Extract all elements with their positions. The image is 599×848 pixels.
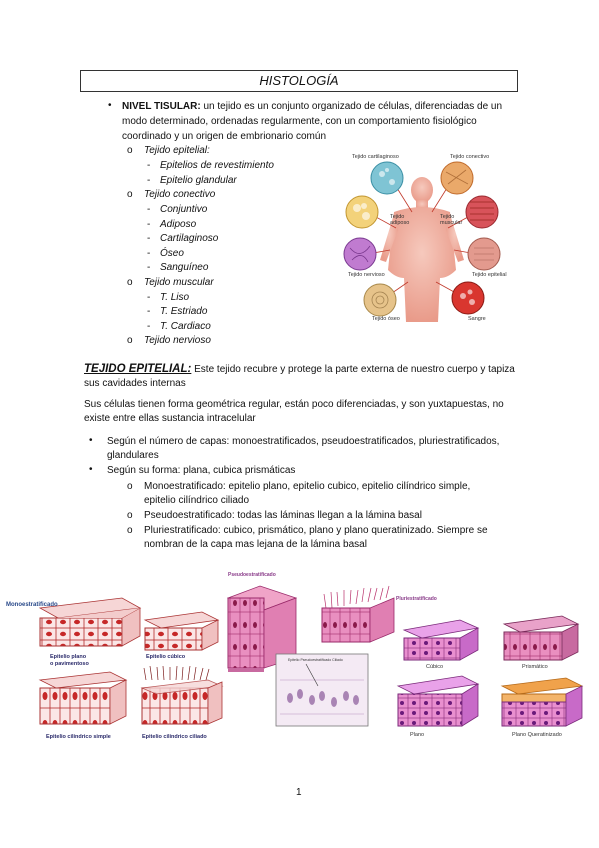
outline-item: Epitelios de revestimiento bbox=[160, 160, 274, 171]
label-pluri-plano: Plano bbox=[410, 732, 425, 738]
dash: - bbox=[147, 321, 151, 332]
circle-bullet: o bbox=[127, 481, 133, 492]
label-muscular: Tejido muscular bbox=[440, 214, 463, 226]
tissues-body-figure: Tejido cartilaginoso Tejido conectivo Te… bbox=[332, 150, 512, 322]
page-title: HISTOLOGÍA bbox=[80, 70, 518, 92]
intro-line-3: coordinado y un origen de embrionario co… bbox=[122, 131, 327, 142]
label-pluri-queratinizado: Plano Queratinizado bbox=[512, 732, 562, 738]
outline-item: Óseo bbox=[160, 248, 184, 259]
page-number: 1 bbox=[296, 787, 302, 798]
label-plano-2: o pavimentoso bbox=[50, 661, 89, 667]
label-ciliado: Epitelio cilíndrico ciliado bbox=[142, 734, 207, 740]
circle-bullet: o bbox=[127, 277, 133, 288]
tissues-body-illustration bbox=[343, 161, 501, 322]
outline-nervioso: Tejido nervioso bbox=[144, 335, 211, 346]
outline-item: T. Estriado bbox=[160, 306, 208, 317]
circle-bullet: o bbox=[127, 335, 133, 346]
label-oseo: Tejido óseo bbox=[372, 316, 400, 322]
dash: - bbox=[147, 262, 151, 273]
label-micrograph: Epitelio Pseudoestratificado Ciliado bbox=[288, 658, 343, 662]
epitelial-heading-line: TEJIDO EPITELIAL: Este tejido recubre y … bbox=[84, 362, 515, 378]
outline-muscular: Tejido muscular bbox=[144, 277, 214, 288]
sub-pseudo: Pseudoestratificado: todas las láminas l… bbox=[144, 510, 422, 521]
outline-conectivo: Tejido conectivo bbox=[144, 189, 216, 200]
label-cilindrico: Epitelio cilíndrico simple bbox=[46, 734, 111, 740]
outline-item: Sanguíneo bbox=[160, 262, 209, 273]
circle-bullet: o bbox=[127, 145, 133, 156]
sub-mono-1: Monoestratificado: epitelio plano, epite… bbox=[144, 481, 471, 492]
bullet-shape: Según su forma: plana, cubica prismática… bbox=[107, 465, 296, 476]
label-pluri-prismatico: Prismático bbox=[522, 664, 548, 670]
label-pluri-cubico: Cúbico bbox=[426, 664, 444, 670]
outline-item: T. Cardiaco bbox=[160, 321, 211, 332]
epitelial-paragraph-2: existe entre ellas sustancia intracelula… bbox=[84, 413, 256, 424]
sub-pluri-1: Pluriestratificado: cubico, prismático, … bbox=[144, 525, 488, 536]
label-cubico: Epitelio cúbico bbox=[146, 654, 186, 660]
circle-bullet: o bbox=[127, 510, 133, 521]
outline-item: Adiposo bbox=[160, 219, 197, 230]
label-epitelial: Tejido epitelial bbox=[472, 272, 507, 278]
label-adiposo: Tejido adiposo bbox=[390, 214, 410, 226]
label-conectivo: Tejido conectivo bbox=[450, 154, 490, 160]
sub-mono-2: epitelio cilíndrico ciliado bbox=[144, 495, 250, 506]
dash: - bbox=[147, 219, 151, 230]
epithelium-illustration bbox=[38, 585, 584, 727]
label-sangre: Sangre bbox=[468, 316, 486, 322]
circle-bullet: o bbox=[127, 189, 133, 200]
sub-pluri-2: nombran de la capa mas lejana de la lámi… bbox=[144, 539, 367, 550]
epitelial-heading-line-2: sus cavidades internas bbox=[84, 378, 186, 389]
dash: - bbox=[147, 175, 151, 186]
intro-line-1: NIVEL TISULAR: un tejido es un conjunto … bbox=[122, 100, 502, 115]
outline-item: Conjuntivo bbox=[160, 204, 208, 215]
dash: - bbox=[147, 204, 151, 215]
label-nervioso: Tejido nervioso bbox=[348, 272, 385, 278]
outline-item: T. Liso bbox=[160, 292, 190, 303]
label-pluri-title: Pluriestratificado bbox=[396, 596, 437, 602]
dash: - bbox=[147, 292, 151, 303]
bullet-marker: • bbox=[89, 464, 93, 475]
dash: - bbox=[147, 233, 151, 244]
label-cartilaginoso: Tejido cartilaginoso bbox=[352, 154, 399, 160]
outline-item: Epitelio glandular bbox=[160, 175, 237, 186]
dash: - bbox=[147, 248, 151, 259]
epithelium-types-figure: Monoestratificado Epitelio plano o pavim… bbox=[0, 568, 599, 748]
label-mono-title: Monoestratificado bbox=[6, 602, 58, 608]
intro-text: un tejido es un conjunto organizado de c… bbox=[200, 101, 503, 112]
circle-bullet: o bbox=[127, 525, 133, 536]
outline-item: Cartilaginoso bbox=[160, 233, 219, 244]
intro-line-2: modo determinado, ordenadas regularmente… bbox=[122, 116, 477, 127]
outline-epitelial: Tejido epitelial: bbox=[144, 145, 210, 156]
label-pseudo-title: Pseudoestratificado bbox=[228, 572, 276, 578]
bullet-marker: • bbox=[89, 435, 93, 446]
bullet-layers-2: glandulares bbox=[107, 450, 159, 461]
bullet-layers-1: Según el número de capas: monoestratific… bbox=[107, 436, 500, 447]
epitelial-paragraph-1: Sus células tienen forma geométrica regu… bbox=[84, 399, 504, 410]
label-plano: Epitelio plano bbox=[50, 654, 87, 660]
intro-term: NIVEL TISULAR: bbox=[122, 101, 201, 112]
dash: - bbox=[147, 160, 151, 171]
bullet-marker: • bbox=[108, 100, 112, 111]
epitelial-heading-text: Este tejido recubre y protege la parte e… bbox=[191, 364, 515, 375]
epitelial-heading: TEJIDO EPITELIAL: bbox=[84, 363, 192, 375]
dash: - bbox=[147, 306, 151, 317]
